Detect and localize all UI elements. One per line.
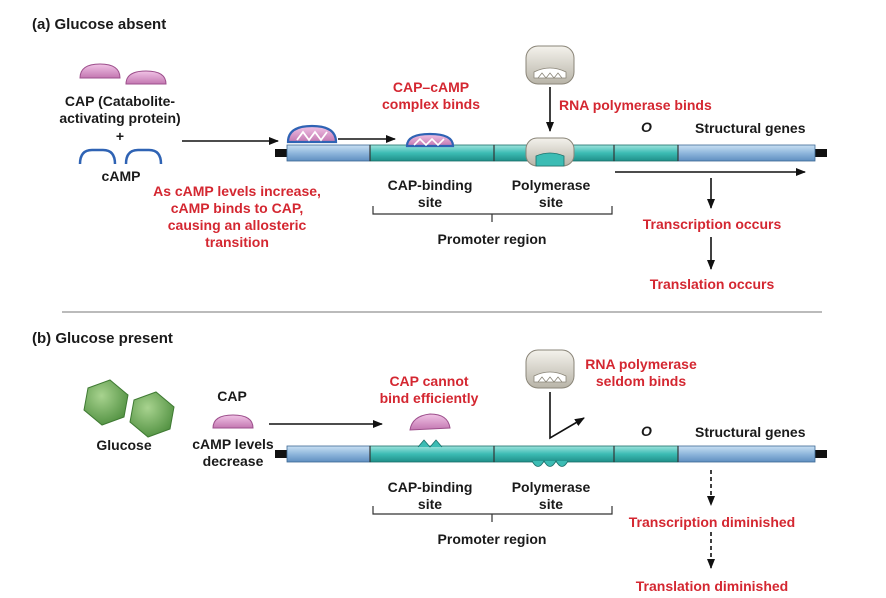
promoter-bracket-a bbox=[372, 206, 613, 222]
cap-binding-site-label-b: CAP-binding site bbox=[388, 479, 473, 513]
pol-site-b-line-1: Polymerase bbox=[511, 479, 591, 495]
cap-cannot-line-1: CAP cannot bbox=[389, 373, 469, 389]
glucose-hexagon-icon bbox=[129, 391, 175, 438]
structural-genes-label-b: Structural genes bbox=[695, 424, 806, 440]
glucose-hexagon-icon bbox=[83, 379, 129, 426]
translation-occurs-label: Translation occurs bbox=[649, 276, 775, 292]
cap-protein-icon bbox=[212, 414, 254, 429]
cap-site-line-1: CAP-binding bbox=[387, 177, 473, 193]
pol-site-line-2: site bbox=[538, 194, 564, 210]
rnap-seldom-line-1: RNA polymerase bbox=[585, 356, 697, 372]
complex-label-line-2: complex binds bbox=[381, 96, 481, 112]
complex-label-line-1: CAP–cAMP bbox=[392, 79, 470, 95]
cap-site-b-line-2: site bbox=[417, 496, 443, 512]
cap-camp-complex-icon bbox=[286, 124, 338, 144]
camp-note-line-3: causing an allosteric bbox=[167, 217, 307, 233]
camp-note-line-4: transition bbox=[205, 234, 269, 250]
camp-molecule-icon bbox=[78, 148, 117, 165]
cap-binding-site-label-a: CAP-binding site bbox=[388, 177, 473, 211]
polymerase-site-label-b: Polymerase site bbox=[512, 479, 591, 513]
cap-label: CAP (Catabolite- activating protein) bbox=[59, 93, 180, 127]
panel-b-letter: (b) bbox=[32, 330, 52, 347]
panel-a-heading: (a) Glucose absent bbox=[32, 16, 166, 33]
camp-note-line-2: cAMP binds to CAP, bbox=[170, 200, 304, 216]
translation-diminished-label: Translation diminished bbox=[635, 578, 789, 594]
panel-b-heading: (b) Glucose present bbox=[32, 330, 173, 347]
cap-label-line-2: activating protein) bbox=[59, 110, 181, 126]
cap-cannot-line-2: bind efficiently bbox=[379, 390, 479, 406]
panel-b-title: Glucose present bbox=[55, 330, 173, 347]
operator-label-a: O bbox=[641, 119, 652, 135]
bound-rna-polymerase-icon bbox=[525, 137, 575, 167]
bound-cap-camp-icon bbox=[405, 132, 455, 148]
rna-polymerase-binds-label: RNA polymerase binds bbox=[559, 97, 712, 113]
dna-strand-a bbox=[275, 144, 827, 162]
cap-site-line-2: site bbox=[417, 194, 443, 210]
panel-a-letter: (a) bbox=[32, 16, 51, 33]
plus-sign: + bbox=[115, 128, 125, 144]
cap-protein-icon bbox=[79, 63, 121, 79]
cap-protein-icon bbox=[125, 70, 167, 85]
camp-levels-decrease-label: cAMP levels decrease bbox=[192, 436, 273, 470]
panel-a-title: Glucose absent bbox=[54, 16, 167, 33]
camp-note-line-1: As cAMP levels increase, bbox=[153, 183, 321, 199]
pol-site-b-line-2: site bbox=[538, 496, 564, 512]
cap-site-b-line-1: CAP-binding bbox=[387, 479, 473, 495]
transcription-diminished-label: Transcription diminished bbox=[628, 514, 796, 530]
rna-polymerase-icon bbox=[525, 45, 575, 85]
glucose-label: Glucose bbox=[96, 437, 152, 453]
rna-polymerase-icon bbox=[525, 349, 575, 389]
transcription-occurs-label: Transcription occurs bbox=[642, 216, 782, 232]
rnap-seldom-line-2: seldom binds bbox=[595, 373, 687, 389]
pol-site-line-1: Polymerase bbox=[511, 177, 591, 193]
rna-polymerase-seldom-label: RNA polymerase seldom binds bbox=[585, 356, 697, 390]
cap-label-b: CAP bbox=[217, 388, 247, 404]
cap-cannot-bind-label: CAP cannot bind efficiently bbox=[380, 373, 479, 407]
polymerase-site-label-a: Polymerase site bbox=[512, 177, 591, 211]
structural-genes-label-a: Structural genes bbox=[695, 120, 806, 136]
camp-increase-note: As cAMP levels increase, cAMP binds to C… bbox=[153, 183, 321, 251]
complex-binds-label: CAP–cAMP complex binds bbox=[382, 79, 480, 113]
camp-molecule-icon bbox=[124, 148, 163, 165]
camp-levels-line-2: decrease bbox=[202, 453, 264, 469]
promoter-region-label-a: Promoter region bbox=[437, 231, 547, 247]
promoter-region-label-b: Promoter region bbox=[437, 531, 547, 547]
unbound-cap-icon bbox=[409, 413, 451, 431]
operator-label-b: O bbox=[641, 423, 652, 439]
arrow-polymerase-deflected bbox=[549, 392, 585, 440]
camp-label: cAMP bbox=[101, 168, 141, 184]
dna-strand-b bbox=[275, 439, 827, 467]
cap-label-line-1: CAP (Catabolite- bbox=[64, 93, 176, 109]
camp-levels-line-1: cAMP levels bbox=[192, 436, 274, 452]
promoter-bracket-b bbox=[372, 506, 613, 522]
